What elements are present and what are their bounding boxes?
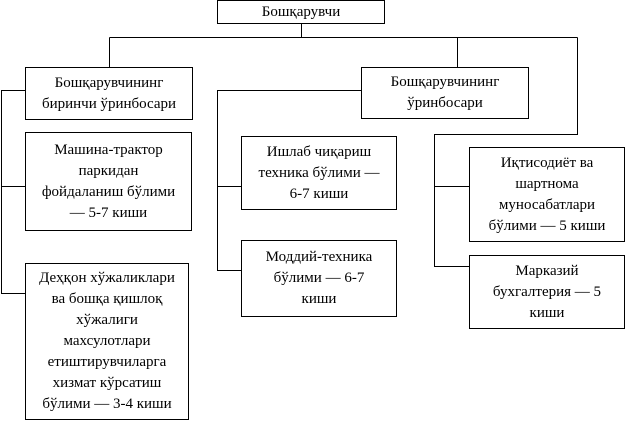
connector-mid-branch (217, 90, 361, 271)
material-tech-dept-box: Моддий-техника бўлими — 6-7 киши (241, 240, 397, 317)
head-box: Бошқарувчи (217, 0, 385, 24)
central-accounting-box: Марказий бухгалтерия — 5 киши (469, 255, 625, 329)
machine-tractor-dept-box: Машина-трактор паркидан фойдаланиш бўлим… (25, 132, 192, 231)
connector-right-branch (434, 37, 578, 267)
economics-contracts-dept-box: Иқтисодиёт ва шартнома муносабатлари бўл… (469, 147, 625, 242)
production-tech-dept-box: Ишлаб чиқариш техника бўлими — 6-7 киши (241, 136, 397, 210)
deputy-box: Бошқарувчининг ўринбосари (361, 67, 529, 119)
first-deputy-box: Бошқарувчининг биринчи ўринбосари (25, 67, 193, 120)
farmers-service-dept-box: Деҳқон хўжаликлари ва бошқа қишлоқ хўжал… (25, 263, 189, 420)
connector-left-branch (1, 90, 25, 294)
